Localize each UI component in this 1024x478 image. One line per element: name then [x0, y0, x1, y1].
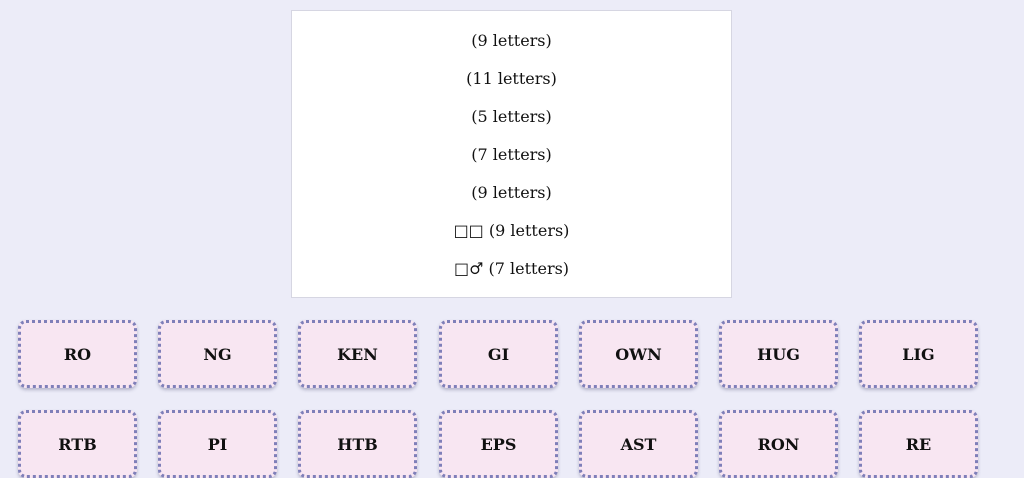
clue-list: (9 letters) (11 letters) (5 letters) (7 …: [291, 10, 732, 298]
tile[interactable]: RO: [18, 320, 137, 388]
tile[interactable]: AST: [579, 410, 698, 478]
clue-7: □♂ (7 letters): [453, 259, 570, 278]
clue-6: □□ (9 letters): [453, 221, 570, 240]
clue-2: (11 letters): [466, 69, 557, 88]
male-sign-emoji-icon: □♂: [453, 259, 484, 278]
tile[interactable]: EPS: [439, 410, 558, 478]
clue-5: (9 letters): [471, 183, 552, 202]
tile[interactable]: KEN: [298, 320, 417, 388]
tile[interactable]: RON: [719, 410, 838, 478]
tile[interactable]: RTB: [18, 410, 137, 478]
tile[interactable]: HTB: [298, 410, 417, 478]
tile[interactable]: LIG: [859, 320, 978, 388]
clue-3: (5 letters): [471, 107, 552, 126]
clue-4: (7 letters): [471, 145, 552, 164]
tile[interactable]: RE: [859, 410, 978, 478]
tile[interactable]: OWN: [579, 320, 698, 388]
tile[interactable]: GI: [439, 320, 558, 388]
clue-1: (9 letters): [471, 31, 552, 50]
tile[interactable]: HUG: [719, 320, 838, 388]
tile[interactable]: PI: [158, 410, 277, 478]
tile[interactable]: NG: [158, 320, 277, 388]
missing-emoji-icon: □□: [453, 221, 484, 240]
